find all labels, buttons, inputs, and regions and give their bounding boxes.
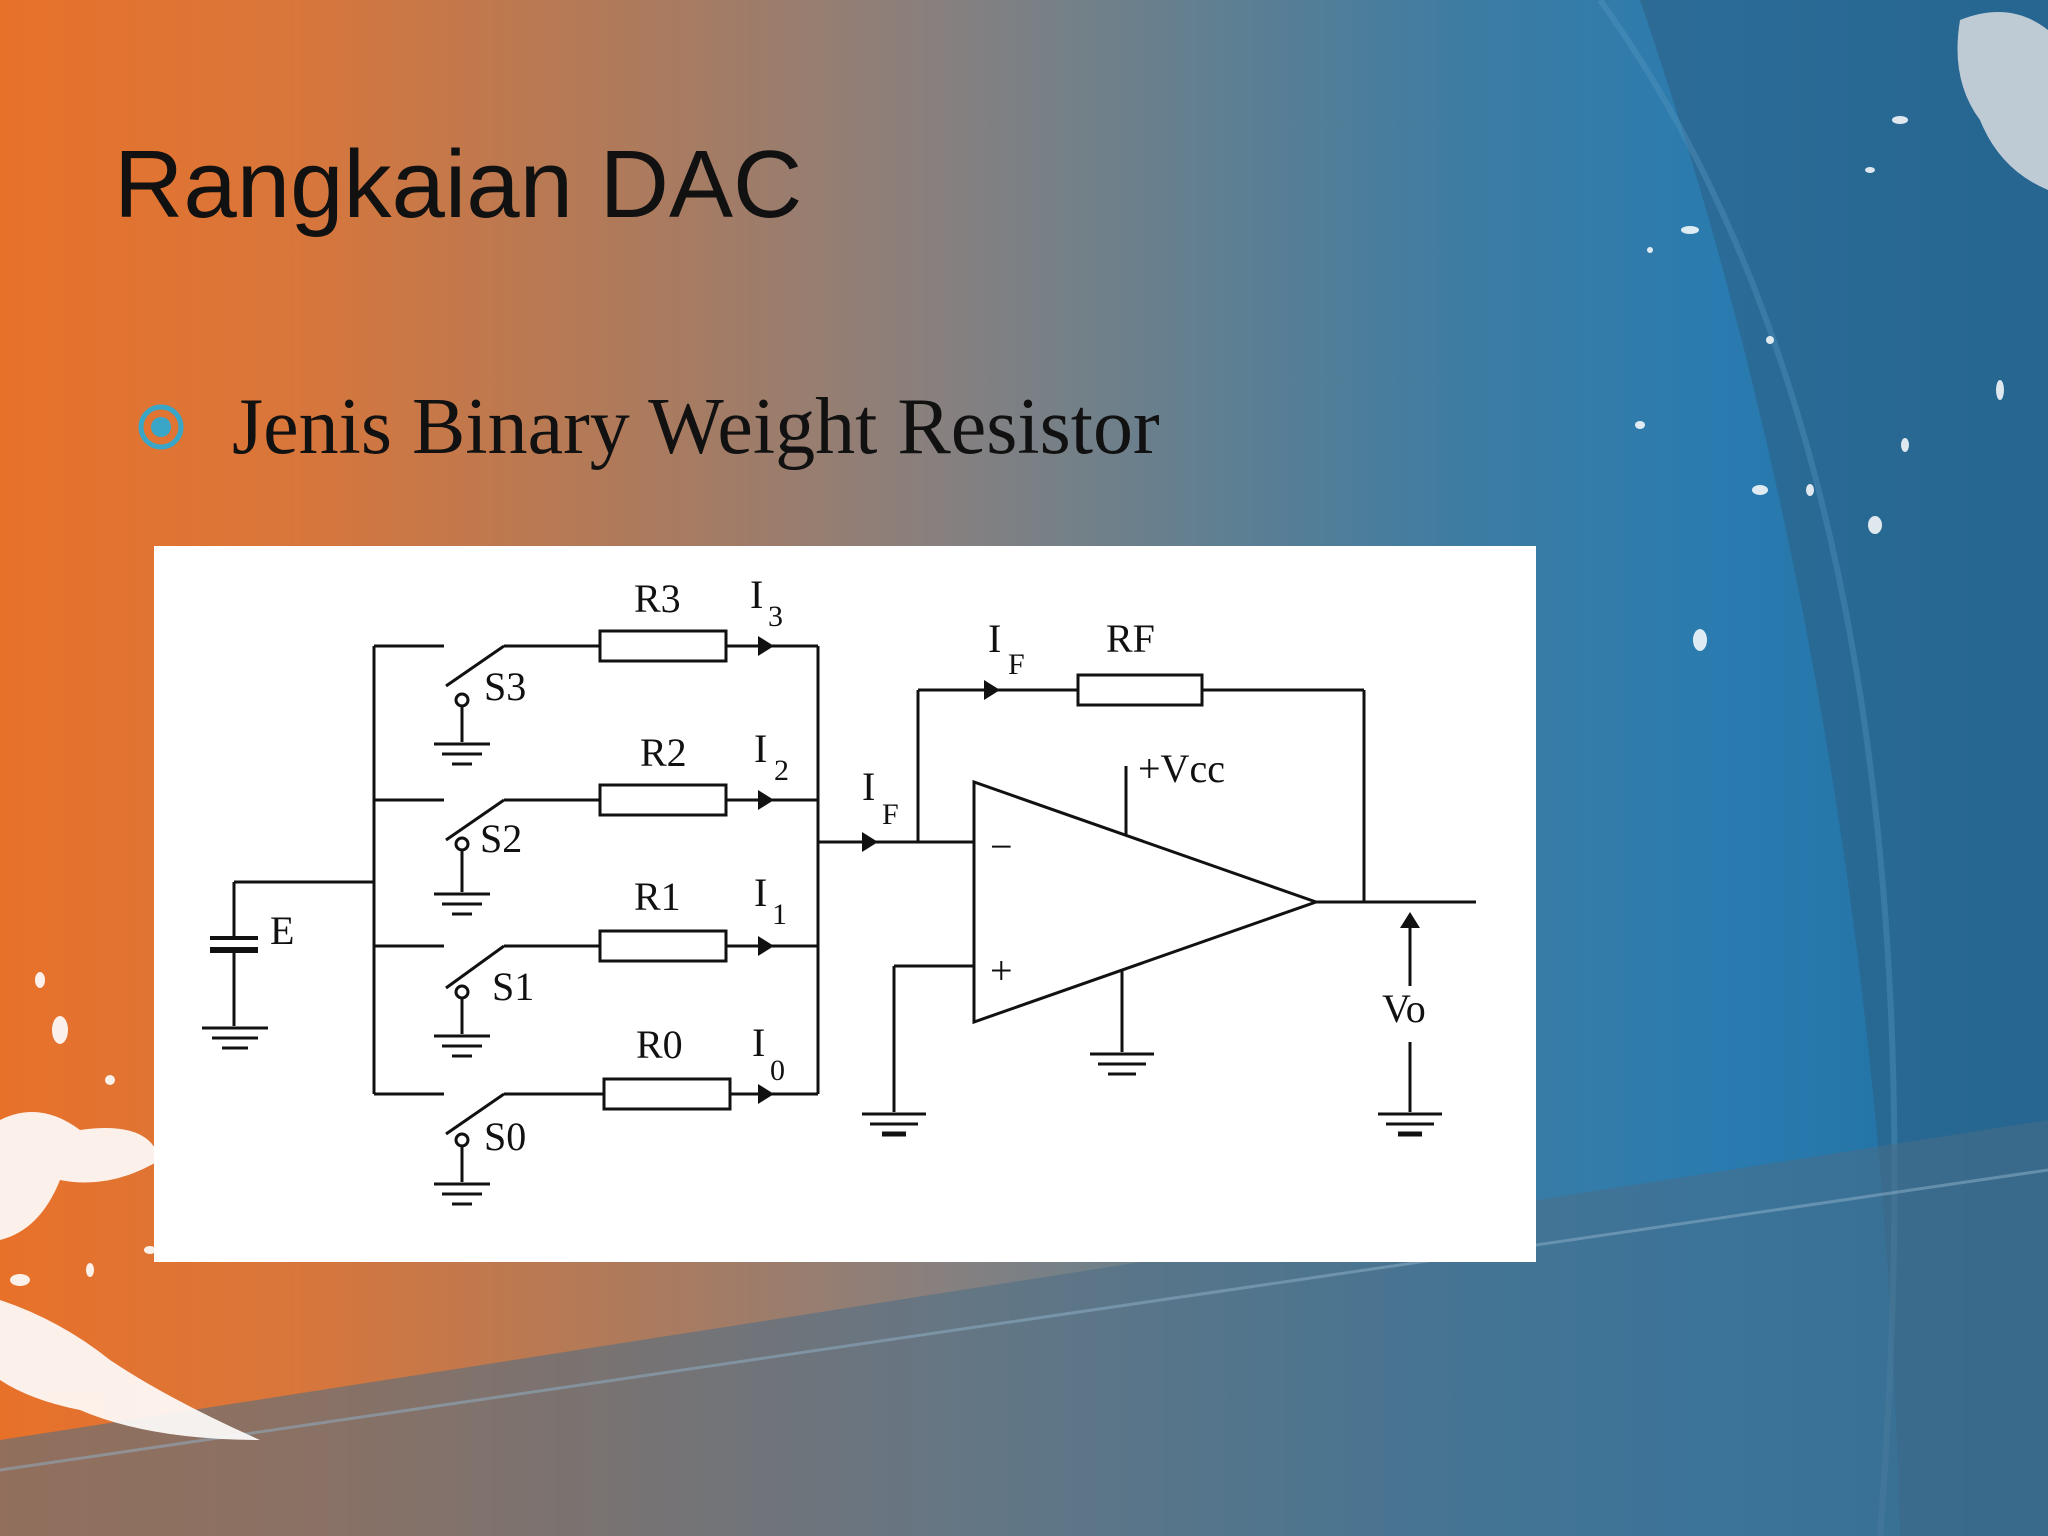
source-label: E bbox=[270, 908, 294, 953]
resistor-label-r0: R0 bbox=[636, 1022, 683, 1067]
bullet-text: Jenis Binary Weight Resistor bbox=[232, 382, 1160, 471]
sum-current-sub: F bbox=[882, 798, 899, 831]
resistor-label-r2: R2 bbox=[640, 730, 687, 775]
resistor-label-r1: R1 bbox=[634, 874, 681, 919]
feedback-resistor-label: RF bbox=[1106, 616, 1155, 661]
current-sub-i2: 2 bbox=[774, 754, 789, 787]
op-amp bbox=[862, 766, 1321, 1137]
current-arrow-i2 bbox=[758, 790, 774, 810]
current-sub-i0: 0 bbox=[770, 1054, 785, 1087]
bullet-item: Jenis Binary Weight Resistor bbox=[134, 372, 1160, 482]
battery-source bbox=[202, 880, 374, 1050]
circuit-svg: E S3 R3 I 3 bbox=[202, 572, 1476, 1206]
resistor-r3 bbox=[598, 629, 728, 663]
current-sub-i3: 3 bbox=[768, 600, 783, 633]
circle-dot-bullet-icon bbox=[138, 404, 184, 450]
output-node bbox=[1316, 900, 1476, 1137]
current-arrow-i1 bbox=[758, 936, 774, 956]
switch-label-s3: S3 bbox=[484, 664, 526, 709]
slide-title: Rangkaian DAC bbox=[114, 131, 803, 238]
switch-label-s0: S0 bbox=[484, 1114, 526, 1159]
supply-label: +Vcc bbox=[1138, 746, 1225, 791]
branch-0 bbox=[434, 1077, 818, 1206]
output-label: Vo bbox=[1382, 986, 1426, 1031]
current-label-i2: I bbox=[754, 726, 767, 771]
current-label-i0: I bbox=[752, 1020, 765, 1065]
resistor-r2 bbox=[598, 783, 728, 817]
resistor-label-r3: R3 bbox=[634, 576, 681, 621]
branch-1 bbox=[434, 929, 818, 1058]
sum-current-label: I bbox=[862, 764, 875, 809]
feedback-current-arrow bbox=[984, 680, 1000, 700]
resistor-r0 bbox=[602, 1077, 732, 1111]
branch-3 bbox=[434, 629, 818, 766]
resistor-rf bbox=[1076, 673, 1204, 707]
current-arrow-i3 bbox=[758, 636, 774, 656]
inverting-input-label: − bbox=[990, 824, 1013, 869]
non-inverting-input-label: + bbox=[990, 948, 1013, 993]
switch-label-s2: S2 bbox=[480, 816, 522, 861]
current-label-i1: I bbox=[754, 870, 767, 915]
branch-2 bbox=[434, 783, 818, 916]
sum-current-arrow bbox=[862, 832, 878, 852]
feedback-current-label: I bbox=[988, 616, 1001, 661]
dac-circuit-diagram: E S3 R3 I 3 bbox=[154, 546, 1536, 1262]
resistor-r1 bbox=[598, 929, 728, 963]
current-sub-i1: 1 bbox=[772, 898, 787, 931]
switch-label-s1: S1 bbox=[492, 964, 534, 1009]
current-arrow-i0 bbox=[758, 1084, 774, 1104]
feedback-path bbox=[916, 673, 1366, 902]
current-label-i3: I bbox=[750, 572, 763, 617]
feedback-current-sub: F bbox=[1008, 648, 1025, 681]
